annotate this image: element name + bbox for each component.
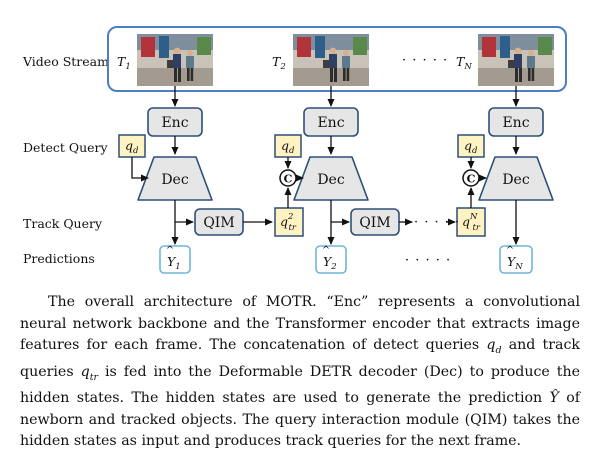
prediction-box-1 <box>159 245 191 274</box>
track-ellipsis: · · · · · <box>414 215 460 230</box>
prediction-box-2 <box>315 245 347 274</box>
row-label-track-query: Track Query <box>23 216 103 231</box>
arrow-qd1-dec <box>131 157 149 182</box>
prediction-hat-n: ^ <box>506 245 514 256</box>
concat-label-2: C <box>284 173 293 186</box>
enc-label-n: Enc <box>502 115 529 131</box>
caption-text-3: is fed into the Deformable DETR decoder … <box>20 363 581 407</box>
frame-label-1: T1 <box>117 54 131 72</box>
frame-ellipsis: · · · · · <box>402 53 448 68</box>
track-query-box-2 <box>274 207 304 237</box>
row-label-video-stream: Video Stream <box>22 54 109 69</box>
dec-label-n: Dec <box>502 172 530 188</box>
qim-label-1: QIM <box>203 215 234 231</box>
prediction-label-n: YN <box>507 254 523 272</box>
detect-query-label-n: qd <box>464 138 478 156</box>
dec-block-2 <box>293 156 369 201</box>
caption-symbol-qd: q <box>486 337 496 354</box>
figure-caption: The overall architecture of MOTR. “Enc” … <box>20 292 580 453</box>
caption-symbol-yhat: Ŷ <box>549 390 559 407</box>
video-frame-2 <box>293 34 369 86</box>
concat-label-n: C <box>467 173 476 186</box>
prediction-hat-2: ^ <box>322 245 330 256</box>
dec-label-2: Dec <box>317 172 345 188</box>
caption-symbol-qtr-sub: tr <box>89 371 99 383</box>
prediction-ellipsis: · · · · · <box>405 253 451 268</box>
frame-label-n: TN <box>456 54 472 72</box>
prediction-box-n <box>499 245 533 274</box>
enc-label-1: Enc <box>161 115 188 131</box>
prediction-label-2: Y2 <box>323 254 337 272</box>
caption-symbol-qtr: q <box>80 363 90 380</box>
motr-architecture-diagram: Video Stream Detect Query Track Query Pr… <box>22 26 567 274</box>
qim-label-2: QIM <box>359 215 390 231</box>
row-label-detect-query: Detect Query <box>23 140 109 155</box>
frame-label-2: T2 <box>272 54 286 72</box>
dec-block-1 <box>137 156 213 201</box>
prediction-hat-1: ^ <box>166 245 174 256</box>
detect-query-label-2: qd <box>281 138 295 156</box>
video-frame-1 <box>137 34 213 86</box>
prediction-label-1: Y1 <box>167 254 181 272</box>
dec-block-n <box>478 156 554 201</box>
enc-label-2: Enc <box>317 115 344 131</box>
caption-symbol-qd-sub: d <box>495 345 502 357</box>
dec-label-1: Dec <box>161 172 189 188</box>
video-frame-n <box>478 34 554 86</box>
caption-text-1: The overall architecture of MOTR. “Enc” … <box>20 294 580 354</box>
detect-query-label-1: qd <box>125 138 139 156</box>
row-label-predictions: Predictions <box>23 251 95 266</box>
caption-text-2: and track queries <box>20 337 581 380</box>
